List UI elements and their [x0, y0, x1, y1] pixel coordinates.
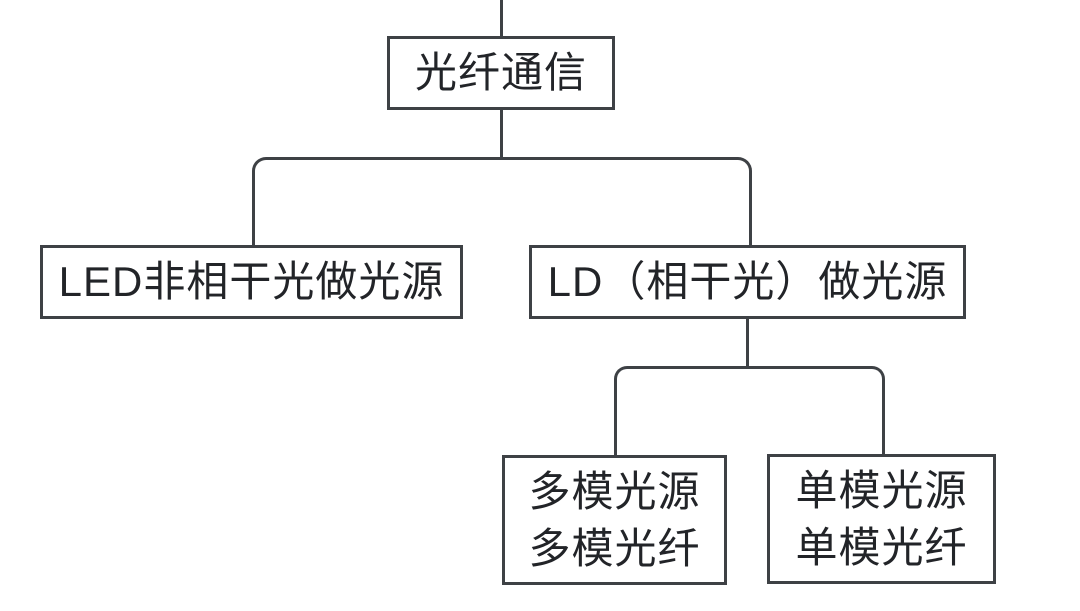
- connector-ld-to-branch: [746, 317, 749, 368]
- connector-top-into-root: [500, 0, 503, 38]
- node-fiber-optic-communication: 光纤通信: [387, 36, 615, 110]
- node-multimode-line2: 多模光纤: [528, 525, 701, 572]
- node-multimode-line1: 多模光源: [528, 468, 701, 515]
- node-root-label: 光纤通信: [414, 49, 587, 96]
- node-singlemode-line2: 单模光纤: [795, 524, 968, 571]
- node-multimode: 多模光源 多模光纤: [502, 455, 727, 585]
- node-singlemode: 单模光源 单模光纤: [767, 454, 996, 584]
- connector-branch-level1: [252, 157, 752, 247]
- node-ld-label: LD（相干光）做光源: [547, 258, 948, 305]
- connector-branch-level2: [614, 366, 885, 457]
- connector-root-to-branch: [500, 108, 503, 159]
- node-ld-coherent-source: LD（相干光）做光源: [529, 245, 966, 319]
- node-led-label: LED非相干光做光源: [58, 258, 445, 305]
- node-singlemode-line1: 单模光源: [795, 467, 968, 514]
- node-led-noncoherent-source: LED非相干光做光源: [40, 245, 463, 319]
